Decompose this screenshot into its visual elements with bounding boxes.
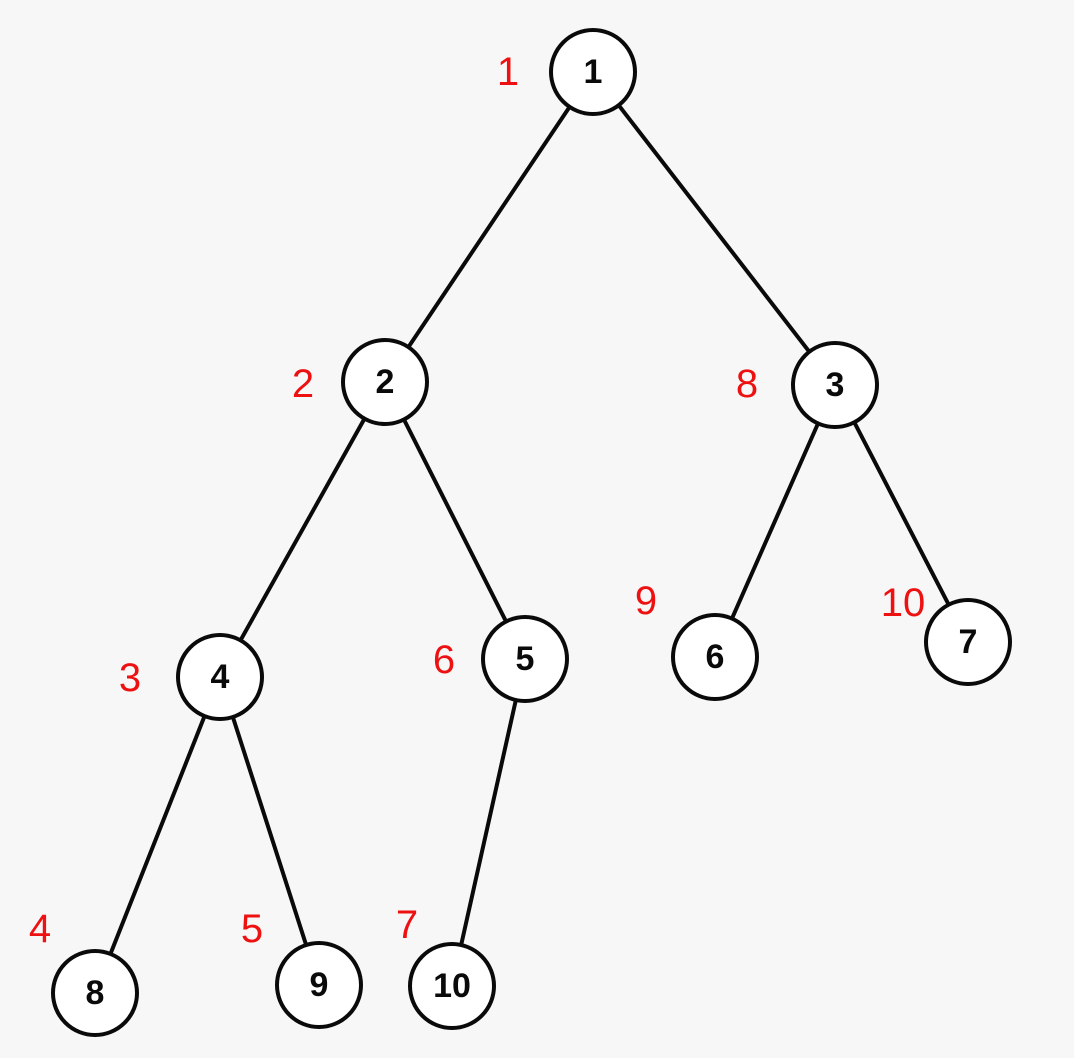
traversal-order-label-4: 4	[29, 907, 51, 951]
traversal-order-label-6: 6	[433, 638, 455, 682]
traversal-order-label-9: 9	[635, 579, 657, 623]
node-value-6: 6	[706, 638, 725, 676]
node-value-2: 2	[376, 363, 395, 401]
tree-edge-4-9	[218, 675, 321, 987]
node-value-1: 1	[584, 53, 603, 91]
traversal-order-label-3: 3	[119, 656, 141, 700]
tree-edge-5-10	[450, 657, 527, 988]
tree-node-2	[341, 338, 429, 426]
tree-edge-2-5	[383, 380, 527, 661]
tree-node-6	[671, 613, 759, 701]
traversal-order-label-2: 2	[292, 362, 314, 406]
tree-node-1	[549, 28, 637, 116]
tree-edge-4-8	[93, 675, 222, 995]
traversal-order-label-5: 5	[241, 907, 263, 951]
tree-edge-1-2	[383, 70, 595, 384]
node-value-3: 3	[826, 366, 845, 404]
tree-node-4	[176, 633, 264, 721]
tree-edge-3-6	[713, 383, 837, 659]
tree-node-5	[481, 615, 569, 703]
tree-edge-1-3	[591, 70, 837, 387]
node-value-8: 8	[86, 974, 105, 1012]
tree-edge-3-7	[833, 383, 970, 644]
tree-node-3	[791, 341, 879, 429]
traversal-order-label-7: 7	[396, 903, 418, 947]
traversal-order-label-1: 1	[497, 50, 519, 94]
node-value-7: 7	[959, 623, 978, 661]
tree-node-7	[924, 598, 1012, 686]
node-value-9: 9	[310, 966, 329, 1004]
node-value-5: 5	[516, 640, 535, 678]
tree-node-8	[51, 949, 139, 1037]
node-value-10: 10	[433, 967, 471, 1005]
traversal-order-label-8: 8	[736, 362, 758, 406]
traversal-order-label-10: 10	[881, 581, 926, 625]
node-value-4: 4	[211, 658, 230, 696]
tree-edge-2-4	[218, 380, 387, 679]
tree-node-9	[275, 941, 363, 1029]
tree-node-10	[408, 942, 496, 1030]
